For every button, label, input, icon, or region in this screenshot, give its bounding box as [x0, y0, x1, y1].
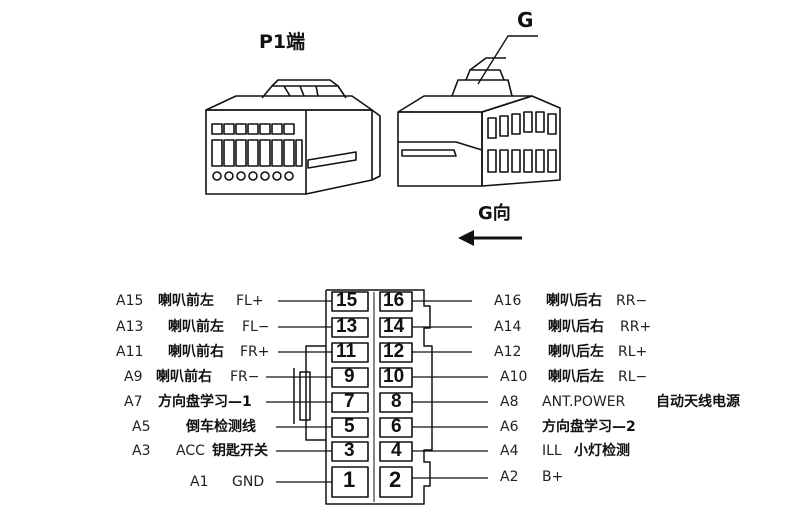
- pin-number: 14: [383, 316, 405, 337]
- pin-number: 2: [389, 467, 402, 492]
- left-leader-lines: [266, 300, 332, 483]
- pin-function: 喇叭前左: [168, 319, 224, 335]
- pin-code: A15: [116, 293, 144, 309]
- g-label: G: [517, 8, 534, 32]
- p1-upper-cavities: [211, 123, 303, 167]
- pin-function: 喇叭后右: [548, 319, 604, 335]
- pin-signal: RL−: [618, 369, 648, 385]
- pin-code: A14: [494, 319, 522, 335]
- pin-signal: RR−: [616, 293, 648, 309]
- pin-code: A11: [116, 344, 144, 360]
- pin-code: A7: [124, 394, 143, 410]
- pin-code: A6: [500, 419, 519, 435]
- pin-code: A4: [500, 443, 519, 459]
- pin-number: 5: [344, 416, 355, 437]
- p1-lower-holes: [212, 171, 294, 181]
- pin-signal: FL−: [242, 319, 270, 335]
- pin-function: 喇叭前左: [158, 293, 214, 309]
- pin-code: A13: [116, 319, 144, 335]
- pin-number: 16: [383, 290, 405, 311]
- pin-number: 3: [344, 440, 355, 461]
- pin-number: 4: [391, 440, 402, 461]
- pin-code: A9: [124, 369, 143, 385]
- pin-number: 1: [343, 467, 356, 492]
- pin-signal: GND: [232, 474, 265, 490]
- p1-connector-drawing: [205, 79, 381, 195]
- pin-signal: ILL: [542, 443, 562, 459]
- pin-code: A10: [500, 369, 528, 385]
- pin-number: 11: [336, 341, 357, 362]
- g-direction-arrow: [458, 230, 522, 246]
- pin-signal: FR−: [230, 369, 260, 385]
- right-leader-lines: [412, 300, 488, 479]
- mating-connector-drawing: [397, 35, 561, 187]
- pin-code: A16: [494, 293, 522, 309]
- pin-number: 13: [336, 316, 358, 337]
- pin-function: 喇叭前右: [168, 344, 224, 360]
- pin-number: 15: [336, 290, 358, 311]
- pin-signal: FL+: [236, 293, 264, 309]
- pin-number: 10: [383, 366, 405, 387]
- pin-signal: RR+: [620, 319, 652, 335]
- pin-number: 6: [391, 416, 402, 437]
- pin-number: 8: [391, 391, 402, 412]
- pin-cells: [331, 291, 413, 498]
- pin-code: A3: [132, 443, 151, 459]
- pin-code: A2: [500, 469, 519, 485]
- pin-function: 自动天线电源: [656, 394, 740, 410]
- p1-title: P1端: [259, 31, 306, 53]
- pin-code: A1: [190, 474, 209, 490]
- pin-function: 方向盘学习—1: [158, 394, 252, 410]
- pin-number: 12: [383, 341, 405, 362]
- pin-signal: FR+: [240, 344, 270, 360]
- pin-function: 喇叭后左: [548, 344, 604, 360]
- pin-function: 倒车检测线: [186, 419, 256, 435]
- pin-function: 钥匙开关: [212, 443, 268, 459]
- pin-code: A8: [500, 394, 519, 410]
- pin-code: A5: [132, 419, 151, 435]
- pin-signal: B+: [542, 469, 564, 485]
- pin-function: 喇叭前右: [156, 369, 212, 385]
- pin-number: 9: [344, 366, 355, 387]
- mating-cavities: [487, 111, 557, 173]
- pin-number: 7: [344, 391, 355, 412]
- pin-function: 喇叭后右: [546, 293, 602, 309]
- pin-signal: RL+: [618, 344, 648, 360]
- pin-code: A12: [494, 344, 522, 360]
- g-direction-label: G向: [478, 203, 511, 224]
- pin-function: 喇叭后左: [548, 369, 604, 385]
- pin-signal: ANT.POWER: [542, 394, 626, 410]
- pin-function: 小灯检测: [574, 443, 630, 459]
- pin-signal: ACC: [176, 443, 205, 459]
- pin-function: 方向盘学习—2: [542, 419, 636, 435]
